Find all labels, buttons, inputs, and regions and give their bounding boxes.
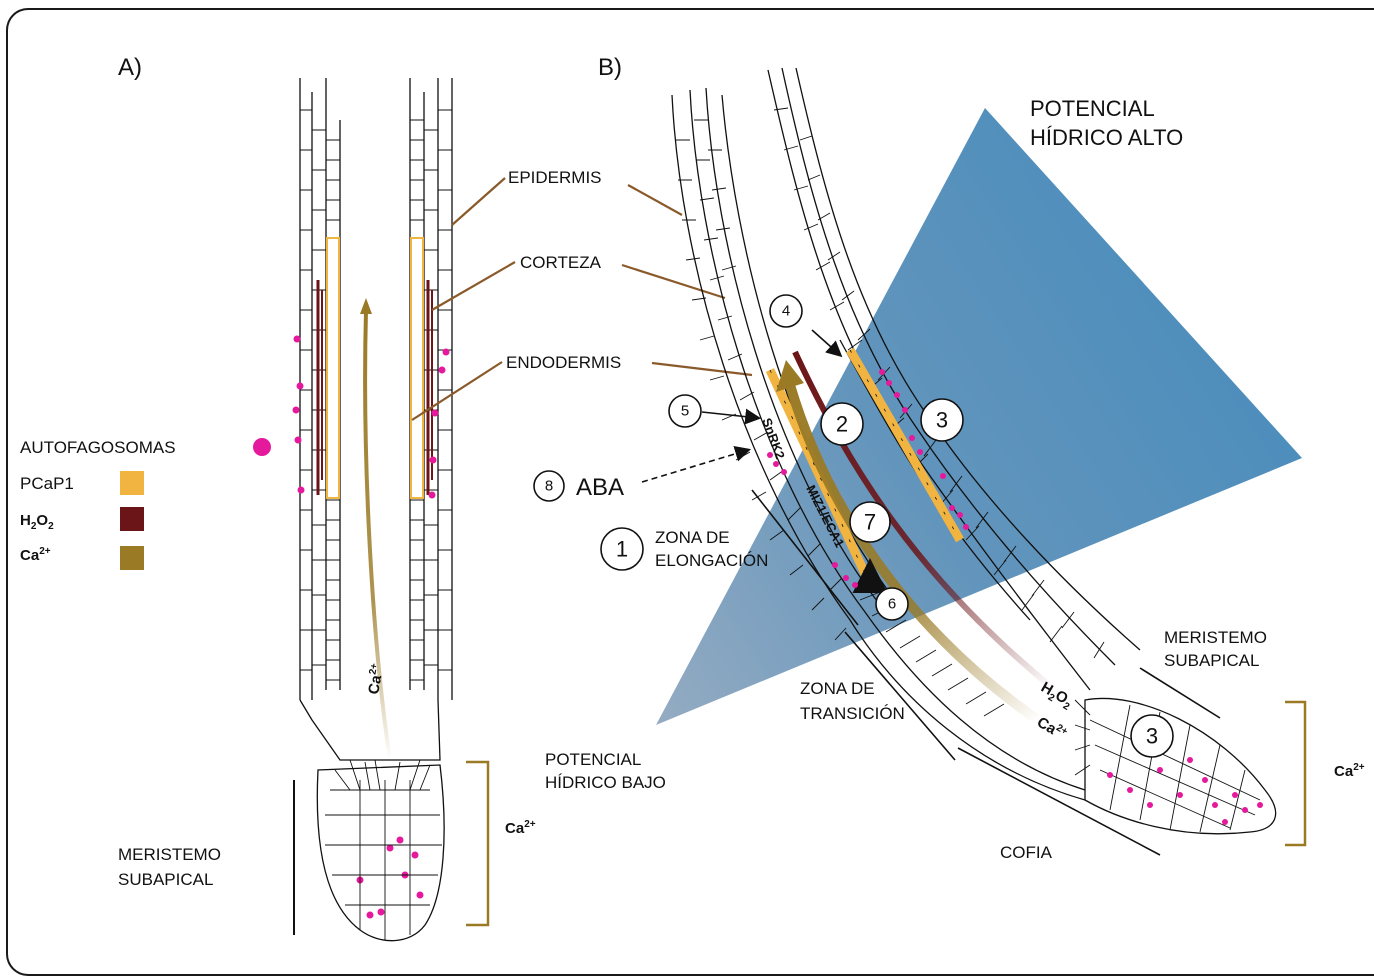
- panel-a: A) Ca2+: [118, 54, 536, 941]
- svg-text:3: 3: [936, 408, 948, 433]
- label-corteza: CORTEZA: [520, 253, 602, 272]
- snrk2-label: SnRK2: [759, 416, 788, 461]
- ca-bracket-a: [466, 762, 488, 925]
- arrow-4: [812, 330, 840, 355]
- ca-label-bracket-b: Ca2+: [1334, 762, 1365, 780]
- legend-h2o2-swatch: [120, 507, 144, 531]
- autophagosomes-a: [293, 336, 450, 919]
- meristem-b-boundary: [1140, 668, 1220, 718]
- ca-bracket-b: [1285, 702, 1305, 845]
- label-cofia: COFIA: [1000, 843, 1053, 862]
- legend: AUTOFAGOSOMAS PCaP1 H2O2 Ca2+: [20, 438, 271, 570]
- meristemo-a-line1: MERISTEMO: [118, 845, 221, 864]
- meristemo-b-line1: MERISTEMO: [1164, 628, 1267, 647]
- zona-transicion-line2: TRANSICIÓN: [800, 704, 905, 723]
- ca-label-b: Ca2+: [1034, 713, 1070, 744]
- ca-label-bracket-a: Ca2+: [505, 819, 536, 837]
- panel-a-label: A): [118, 54, 142, 81]
- legend-autofagosomas: AUTOFAGOSOMAS: [20, 438, 176, 457]
- zona-elongacion-line1: ZONA DE: [655, 528, 730, 547]
- ca-label-a: Ca2+: [364, 662, 387, 695]
- potencial-alto-line1: POTENCIAL: [1030, 96, 1155, 121]
- ca-arrow-a-head: [360, 298, 372, 314]
- arrow-5: [702, 412, 758, 418]
- svg-text:Ca2+: Ca2+: [364, 662, 387, 695]
- svg-text:H2O2: H2O2: [1037, 679, 1077, 713]
- tissue-labels: EPIDERMIS CORTEZA ENDODERMIS: [412, 168, 752, 420]
- zona-elongacion-line2: ELONGACIÓN: [655, 551, 768, 570]
- legend-h2o2: H2O2: [20, 512, 54, 532]
- legend-pcap1: PCaP1: [20, 474, 74, 493]
- label-epidermis: EPIDERMIS: [508, 168, 602, 187]
- potencial-alto-line2: HÍDRICO ALTO: [1030, 125, 1183, 150]
- meristemo-b-line2: SUBAPICAL: [1164, 651, 1259, 670]
- svg-text:7: 7: [864, 510, 876, 535]
- aba-arrow: [642, 450, 748, 482]
- legend-pcap1-swatch: [120, 471, 144, 495]
- svg-text:3: 3: [1146, 724, 1158, 749]
- svg-text:2: 2: [836, 412, 848, 437]
- svg-text:4: 4: [782, 303, 790, 320]
- legend-ca: Ca2+: [20, 546, 51, 564]
- panel-b-label: B): [598, 54, 622, 81]
- pcap1-band-a-right: [411, 238, 423, 498]
- legend-autofagosomas-swatch: [253, 438, 271, 456]
- label-aba: ABA: [576, 474, 624, 501]
- svg-text:5: 5: [681, 403, 689, 420]
- zona-transicion-line1: ZONA DE: [800, 679, 875, 698]
- potencial-bajo-line1: POTENCIAL: [545, 750, 641, 769]
- legend-ca-swatch: [120, 546, 144, 570]
- cofia-boundary: [958, 748, 1160, 855]
- label-endodermis: ENDODERMIS: [506, 353, 621, 372]
- svg-text:8: 8: [545, 478, 553, 495]
- potencial-bajo-line2: HÍDRICO BAJO: [545, 773, 666, 792]
- panel-b: B) POTENCIAL HÍDRICO ALTO POTENCIAL HÍDR…: [534, 54, 1365, 862]
- meristemo-a-line2: SUBAPICAL: [118, 870, 213, 889]
- svg-text:Ca2+: Ca2+: [1034, 713, 1070, 744]
- h2o2-label-b: H2O2: [1037, 679, 1077, 713]
- root-tip-b: [1075, 698, 1276, 833]
- svg-text:SnRK2: SnRK2: [759, 416, 788, 461]
- pcap1-band-a-left: [327, 238, 339, 498]
- svg-text:6: 6: [888, 596, 896, 613]
- svg-text:1: 1: [616, 537, 628, 562]
